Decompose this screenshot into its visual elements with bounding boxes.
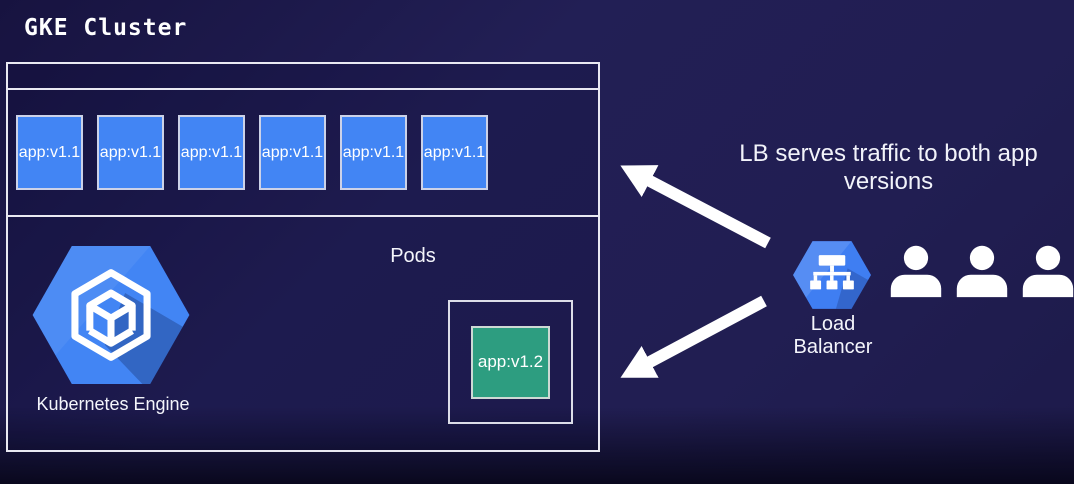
pod-v2: app:v1.2 bbox=[471, 325, 550, 399]
kubernetes-engine-label: Kubernetes Engine bbox=[36, 394, 190, 414]
pod-v1-1: app:v1.1 bbox=[16, 115, 83, 190]
lb-annotation-text: LB serves traffic to both app versions bbox=[739, 140, 1038, 195]
arrow-to-v2-pod bbox=[620, 295, 767, 378]
diagram-title: GKE Cluster bbox=[24, 15, 188, 41]
load-balancer-icon bbox=[793, 241, 871, 309]
gke-cluster-box: app:v1.1 app:v1.1 app:v1.1 app:v1.1 app:… bbox=[6, 62, 600, 452]
user-icon bbox=[890, 245, 942, 298]
pods-section-label: Pods bbox=[390, 245, 436, 267]
pod-v1-4: app:v1.1 bbox=[259, 115, 326, 190]
cluster-lower-section: Kubernetes Engine Pods app:v1.2 bbox=[8, 217, 598, 446]
user-icon bbox=[956, 245, 1008, 298]
kubernetes-engine-icon bbox=[32, 246, 190, 384]
cluster-header-strip bbox=[8, 64, 598, 90]
pod-v1-5: app:v1.1 bbox=[340, 115, 407, 190]
user-icon bbox=[1022, 245, 1074, 298]
pod-v1-6: app:v1.1 bbox=[421, 115, 488, 190]
pods-v1-row: app:v1.1 app:v1.1 app:v1.1 app:v1.1 app:… bbox=[8, 90, 598, 217]
pod-v1-2: app:v1.1 bbox=[97, 115, 164, 190]
pod-v2-container: app:v1.2 bbox=[448, 300, 573, 424]
pod-v1-3: app:v1.1 bbox=[178, 115, 245, 190]
load-balancer-label: Load Balancer bbox=[793, 313, 873, 358]
users-group bbox=[888, 244, 1074, 298]
